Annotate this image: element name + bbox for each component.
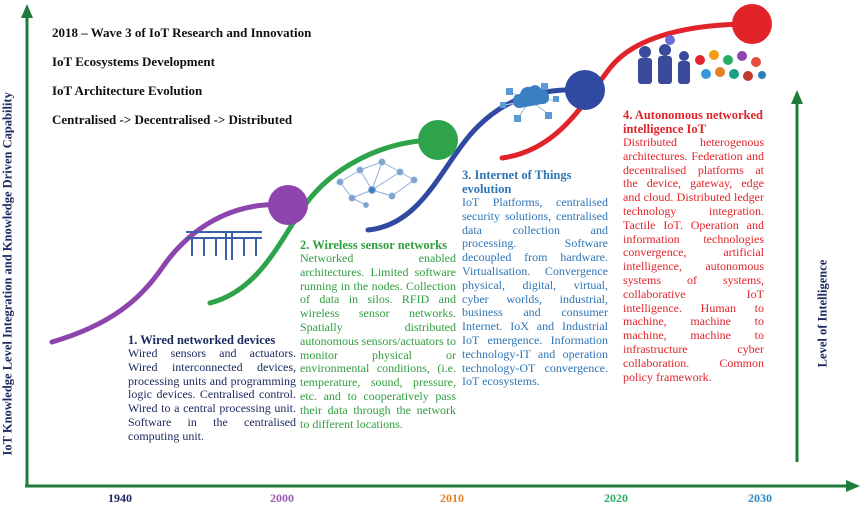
autonomous-intelligence-icon [638,35,766,84]
year-label-1940: 1940 [108,491,132,505]
y-axis-right-arrow [791,90,803,104]
header-line-wave: 2018 – Wave 3 of IoT Research and Innova… [52,25,312,40]
year-label-2010: 2010 [440,491,464,505]
milestone-circle-stage-4 [732,4,772,44]
stage-1-block: 1. Wired networked devices Wired sensors… [128,333,296,444]
y-axis-right-label: Level of Intelligence [815,259,830,368]
stage-4-block: 4. Autonomous networked intelligence IoT… [623,108,764,384]
x-axis-arrow [846,480,860,492]
y-axis-left-label: IoT Knowledge Level Integration and Know… [0,92,15,456]
stage-4-title: 4. Autonomous networked intelligence IoT [623,108,763,136]
stage-3-description: IoT Platforms, centralised security solu… [462,195,608,389]
header-line-architecture: IoT Architecture Evolution [52,83,203,98]
stage-3-block: 3. Internet of Things evolution IoT Plat… [462,168,608,389]
stage-2-description: Networked enabled architectures. Limited… [300,251,456,431]
stage-2-block: 2. Wireless sensor networks Networked en… [300,238,456,431]
header-line-ecosystems: IoT Ecosystems Development [52,54,215,69]
stage-4-description: Distributed heterogenous architectures. … [623,135,764,384]
milestone-circle-stage-1 [268,185,308,225]
milestone-circle-stage-3 [565,70,605,110]
iot-cloud-icon [500,83,559,122]
year-label-2030: 2030 [748,491,772,505]
stage-1-title: 1. Wired networked devices [128,333,276,347]
year-label-2020: 2020 [604,491,628,505]
milestone-circle-stage-2 [418,120,458,160]
sensor-network-icon [336,158,418,208]
stage-2-title: 2. Wireless sensor networks [300,238,447,252]
wired-bus-icon [186,231,262,260]
stage-1-description: Wired sensors and actuators. Wired inter… [128,346,296,443]
header-line-centralised: Centralised -> Decentralised -> Distribu… [52,112,293,127]
curve-stage-1 [49,202,291,345]
year-label-2000: 2000 [270,491,294,505]
stage-3-title: 3. Internet of Things evolution [462,168,572,196]
curve-stage-4 [499,21,755,161]
y-axis-left-arrow [21,4,33,18]
